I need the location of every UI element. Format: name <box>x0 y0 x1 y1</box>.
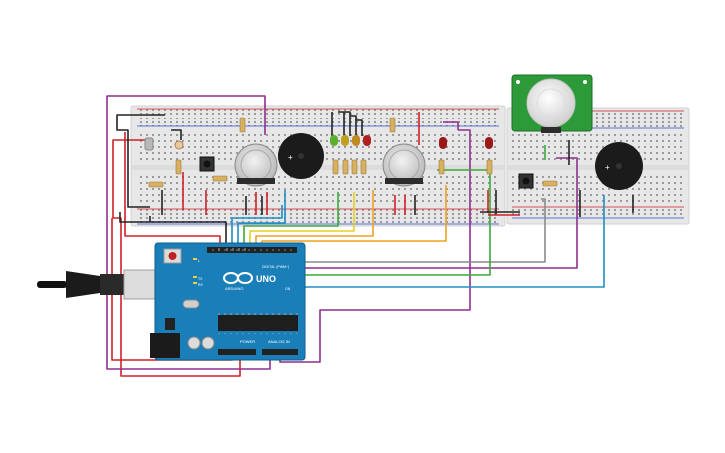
led-yellow-1 <box>341 135 349 146</box>
resistor <box>148 117 558 188</box>
ldr-cap <box>174 140 184 150</box>
buzzer-left: + <box>278 133 324 179</box>
buzzer-right: + <box>595 142 643 190</box>
led-green <box>330 135 338 146</box>
analog-header <box>262 349 298 355</box>
atmega-chip <box>218 315 298 331</box>
led-red <box>363 135 371 146</box>
pir-sensor <box>511 74 593 133</box>
svg-text:POWER: POWER <box>240 339 255 344</box>
wire-blue-mid <box>237 190 286 256</box>
components-main: + <box>144 117 558 188</box>
svg-text:L: L <box>198 259 200 263</box>
wire-black-top <box>116 114 165 208</box>
svg-text:ARDUINO: ARDUINO <box>225 286 243 291</box>
usb-cable <box>37 269 161 300</box>
svg-text:ANALOG IN: ANALOG IN <box>268 339 290 344</box>
svg-text:DIGITAL (PWM~): DIGITAL (PWM~) <box>262 265 289 269</box>
wire-blue-2 <box>231 205 283 256</box>
wire-green-mid <box>243 192 339 256</box>
svg-text:UNO: UNO <box>256 274 276 284</box>
svg-text:ON: ON <box>285 287 291 291</box>
power-jack <box>150 333 180 358</box>
wire-purple-top <box>106 95 271 370</box>
photoresistor <box>144 137 154 151</box>
components-right: + <box>518 142 643 190</box>
svg-text:+: + <box>288 153 293 162</box>
svg-text:TX: TX <box>198 277 203 281</box>
arduino-uno: ARDUINO UNO DIGITAL (PWM~) L TX RX ON PO… <box>150 242 306 361</box>
ultrasonic-sensor-left <box>234 143 278 187</box>
wire-black-gnd <box>119 212 227 248</box>
header-pins <box>218 248 246 251</box>
ultrasonic-sensor-right <box>382 143 426 187</box>
led-red-3 <box>485 137 493 149</box>
wire-red-left <box>112 139 241 377</box>
arduino-logo: ARDUINO UNO <box>223 272 276 291</box>
crystal <box>182 299 200 309</box>
svg-text:RX: RX <box>198 283 204 287</box>
wire-red-rail <box>124 132 221 248</box>
power-header <box>218 349 256 355</box>
svg-text:+: + <box>605 163 610 172</box>
led-red-2 <box>439 137 447 149</box>
led-yellow-2 <box>352 135 360 146</box>
wire-purple-pir <box>279 129 471 363</box>
